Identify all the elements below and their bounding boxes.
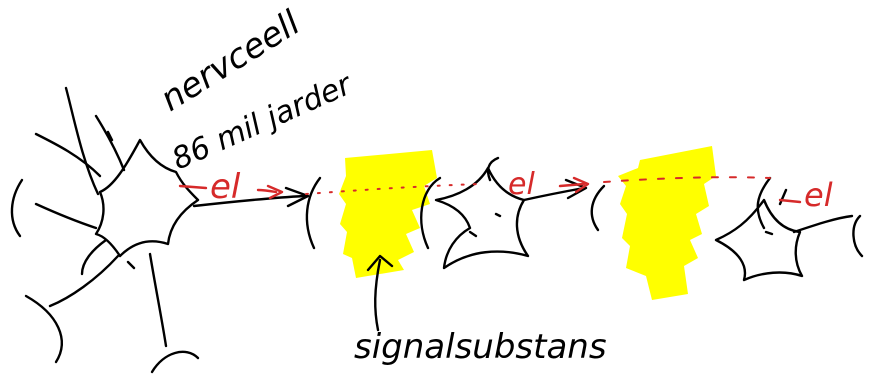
- electric-signal-path: [178, 176, 802, 204]
- substance-arrow: [366, 254, 394, 332]
- synapse-highlight-right: [618, 146, 716, 300]
- signal-label-el-2: el: [508, 167, 535, 202]
- substance-label: signalsubstans: [354, 327, 607, 367]
- neuron-right: [590, 176, 864, 282]
- signal-label-el-3: el: [804, 176, 833, 214]
- neuron-left: [10, 86, 310, 374]
- signal-label-el-1: el: [210, 167, 241, 207]
- synapse-highlight-left: [339, 150, 437, 278]
